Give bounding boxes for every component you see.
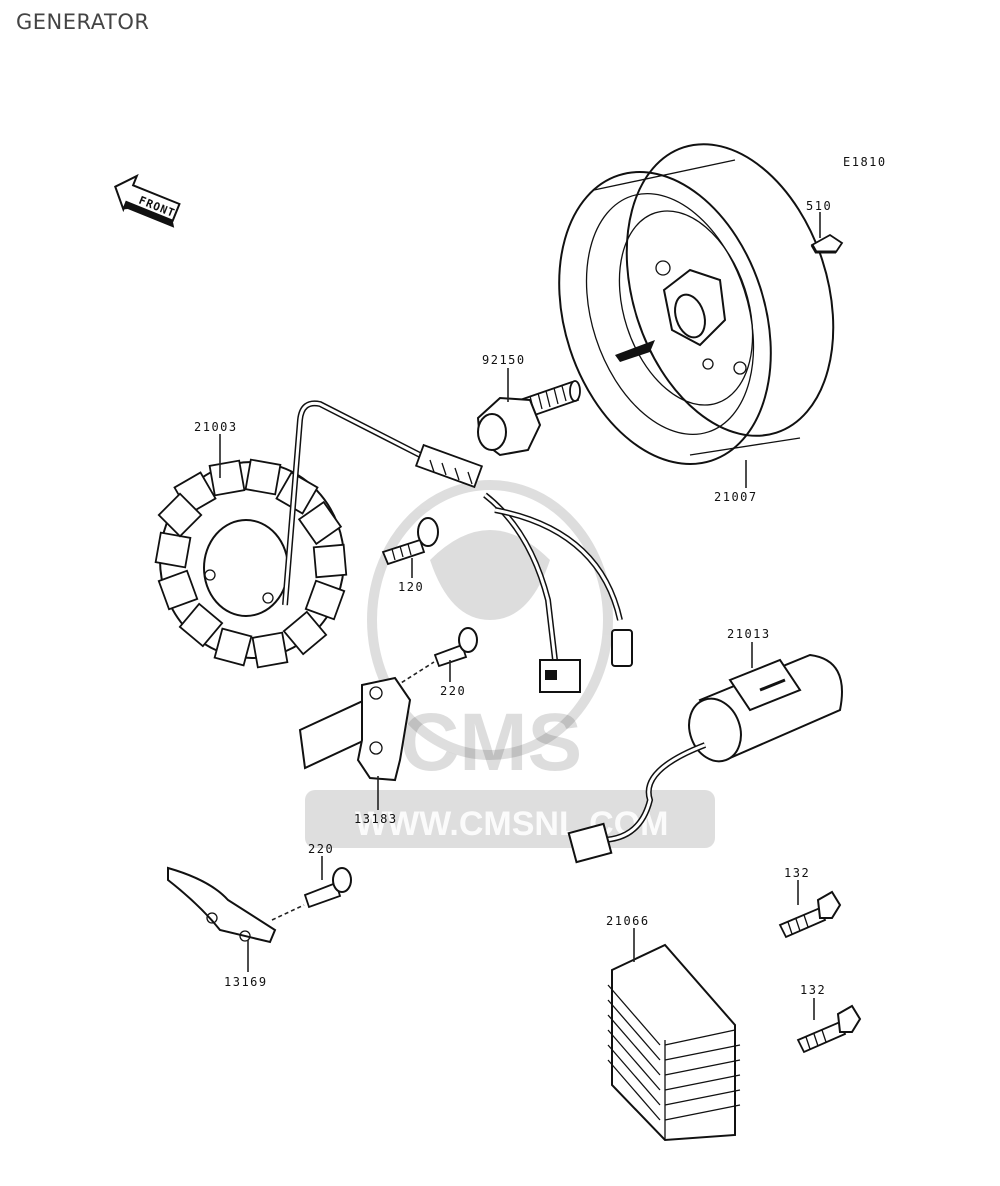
leader-lines <box>219 212 821 1020</box>
plate-13183 <box>298 676 412 782</box>
part-label-220-lower: 220 <box>308 842 334 856</box>
key-510 <box>810 233 844 254</box>
watermark-brand: CMS <box>400 697 582 788</box>
stator-wiring <box>282 400 633 693</box>
stator-coil <box>154 458 348 669</box>
front-arrow-icon <box>114 173 181 228</box>
pickup-coil-21013 <box>567 653 843 864</box>
part-label-120: 120 <box>398 580 424 594</box>
part-label-13183: 13183 <box>354 812 398 826</box>
part-label-510: 510 <box>806 199 832 213</box>
watermark-logo <box>305 480 715 848</box>
screw-120 <box>381 517 439 566</box>
part-label-13169: 13169 <box>224 975 268 989</box>
diagram-code: E1810 <box>843 155 887 169</box>
bolt-132-lower <box>796 1004 862 1054</box>
part-label-21007: 21007 <box>714 490 758 504</box>
clamp-13169 <box>167 866 305 944</box>
part-label-92150: 92150 <box>482 353 526 367</box>
part-label-21013: 21013 <box>727 627 771 641</box>
bolt-132-upper <box>778 890 842 939</box>
flywheel-rotor <box>558 143 835 465</box>
screw-220-lower <box>303 867 352 909</box>
part-label-132-upper: 132 <box>784 866 810 880</box>
bolt-92150 <box>476 380 581 457</box>
part-label-21003: 21003 <box>194 420 238 434</box>
part-label-21066: 21066 <box>606 914 650 928</box>
screw-220-upper <box>389 627 478 691</box>
part-label-220-upper: 220 <box>440 684 466 698</box>
part-label-132-lower: 132 <box>800 983 826 997</box>
page-title: GENERATOR <box>16 10 150 34</box>
regulator-21066 <box>607 943 741 1142</box>
